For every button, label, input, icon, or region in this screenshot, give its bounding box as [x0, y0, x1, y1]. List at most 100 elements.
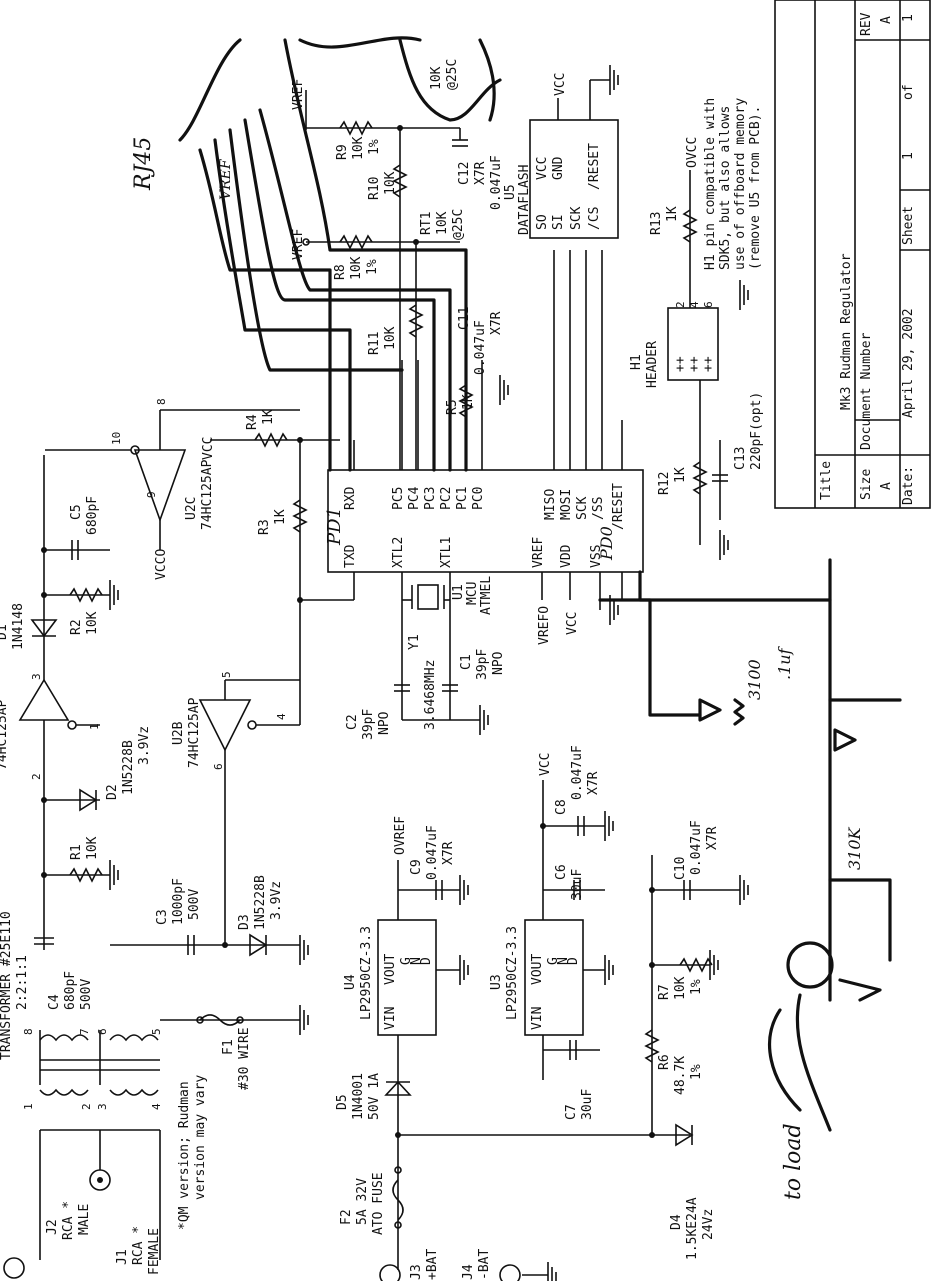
hw-rj45: RJ45	[131, 137, 156, 191]
u4-pin-n: N	[409, 957, 424, 965]
c1-value: 39pF	[475, 649, 490, 680]
r3-r4: VCC R4 1K R3 1K	[201, 409, 354, 725]
d2-refdes: D2	[105, 784, 120, 800]
u1-pin-vss: VSS	[589, 545, 604, 568]
r13-refdes: R13	[649, 212, 664, 235]
hand-transistor	[786, 941, 834, 989]
ovcc-net: OVCC	[685, 137, 700, 168]
u1-pin-mosi: MOSI	[559, 489, 574, 520]
u1-maker: ATMEL	[479, 576, 494, 615]
d2-r1: D2 1N5228B 3.9Vz R1 10K	[41, 726, 152, 883]
r6-r7-c10-d4: R6 48.7K 1% R7 10K 1% C10 0.047uF X7R D4…	[644, 820, 740, 1260]
hand-wire-2	[213, 138, 352, 472]
c12-value: 0.047uF	[489, 155, 504, 210]
c7-value: 30uF	[580, 1089, 595, 1120]
h1-note-line-2: SDK5, but also allows	[718, 106, 733, 270]
vrefo-net: VREFO	[537, 606, 552, 645]
u2c-pin-10: 10	[110, 432, 123, 445]
u1-pin-pc0: PC0	[471, 487, 486, 510]
r4-vcc: VCC	[201, 437, 216, 460]
c12-dielectric: X7R	[473, 161, 488, 185]
h1-pins-row-2: ++	[687, 356, 702, 372]
c10-value: 0.047uF	[689, 820, 704, 875]
u2a-buffer: 3 2 1 74HC125AP	[0, 455, 101, 950]
u3-pin-vin: VIN	[530, 1007, 545, 1030]
j2-refdes: J2	[45, 1219, 60, 1235]
f1-type: #30 WIRE	[237, 1027, 252, 1090]
c8-value: 0.047uF	[570, 745, 585, 800]
r10-refdes: R10	[367, 177, 382, 200]
u5-pin-cs: /CS	[587, 207, 602, 230]
c1-refdes: C1	[459, 654, 474, 670]
u5-pin-si: SI	[551, 214, 566, 230]
rt2-temp: @25C	[445, 59, 460, 90]
u3-refdes: U3	[489, 974, 504, 990]
u2b-pin-4: 4	[275, 713, 288, 720]
d3-type: 1N5228B	[253, 875, 268, 930]
ground-c5	[109, 580, 119, 610]
c10-refdes: C10	[673, 857, 688, 880]
r2-value: 10K	[85, 611, 100, 635]
r10-value: 10K	[383, 171, 398, 195]
u3-pin-vout: VOUT	[530, 954, 545, 985]
ground-r7	[709, 950, 719, 980]
r6-value: 48.7K	[673, 1056, 688, 1095]
u1-pin-miso: MISO	[543, 489, 558, 520]
f2-rating: 5A 32V	[355, 1178, 370, 1225]
ground-u4	[459, 955, 469, 985]
rt1-value: 10K	[435, 211, 450, 235]
u2a-pin-3: 3	[30, 673, 43, 680]
c4-voltage: 500V	[79, 979, 94, 1010]
c3-refdes: C3	[155, 909, 170, 925]
c5-refdes: C5	[69, 504, 84, 520]
r9-value: 10K	[351, 136, 366, 160]
u1-refdes: U1	[451, 584, 466, 600]
h1-type: HEADER	[645, 341, 660, 388]
u2c-buffer: 8 10 9 U2C 74HC125AP VCCO	[45, 398, 300, 580]
u4-type: LP2950CZ-3.3	[359, 926, 374, 1020]
rev-value: A	[879, 16, 894, 24]
c6-refdes: C6	[554, 864, 569, 880]
of-label: of	[901, 84, 916, 100]
r8-tol: 1%	[365, 259, 380, 275]
size-value: A	[879, 482, 894, 490]
u3-pin-n: N	[556, 957, 571, 965]
ovref-net: OVREF	[393, 816, 408, 855]
c2-dielectric: NPO	[377, 711, 392, 735]
hw-pd1: PD1	[324, 507, 345, 546]
ground-symbols	[109, 65, 749, 1281]
u4-refdes: U4	[343, 974, 358, 990]
qm-note-line-2: version may vary	[193, 1075, 208, 1200]
f1-fuse: F1 #30 WIRE	[160, 1014, 300, 1090]
u1-pin-pc5: PC5	[391, 487, 406, 510]
hw-led-resistor: 3100	[745, 659, 764, 700]
ground-r12	[719, 530, 729, 560]
h1-note: H1 pin compatible with SDK5, but also al…	[703, 98, 763, 270]
u2a-pin-1: 1	[88, 723, 101, 730]
xfmr-pin-1: 1	[22, 1103, 35, 1110]
hand-diode-2	[833, 728, 857, 752]
u4-pin-g: G	[399, 957, 414, 965]
hw-cap-note: .1uf	[775, 645, 794, 680]
r3-value: 1K	[273, 509, 288, 525]
xfmr-pin-6: 6	[96, 1028, 109, 1035]
u2a-pin-2: 2	[30, 773, 43, 780]
r6-refdes: R6	[657, 1054, 672, 1070]
rca-jacks: J2 RCA * MALE J1 RCA * FEMALE *QM versio…	[3, 1075, 208, 1279]
c3-voltage: 500V	[187, 889, 202, 920]
c2-value: 39pF	[361, 709, 376, 740]
c13-refdes: C13	[733, 447, 748, 470]
r1-refdes: R1	[69, 844, 84, 860]
c3-value: 1000pF	[171, 878, 186, 925]
f2-refdes: F2	[339, 1209, 354, 1225]
u4-pin-d: D	[419, 957, 434, 965]
rev-label: REV	[859, 12, 874, 36]
sheet-count: 1	[901, 14, 916, 22]
j1-refdes: J1	[115, 1249, 130, 1265]
hand-scribble	[768, 1008, 802, 1112]
u5-vcc-net: VCC	[553, 73, 568, 96]
c13-value: 220pF(opt)	[749, 392, 764, 470]
r12-c13: R12 1K C13 220pF(opt)	[657, 380, 764, 545]
ground-r5	[499, 375, 509, 405]
d5-type: 1N4001	[351, 1073, 366, 1120]
